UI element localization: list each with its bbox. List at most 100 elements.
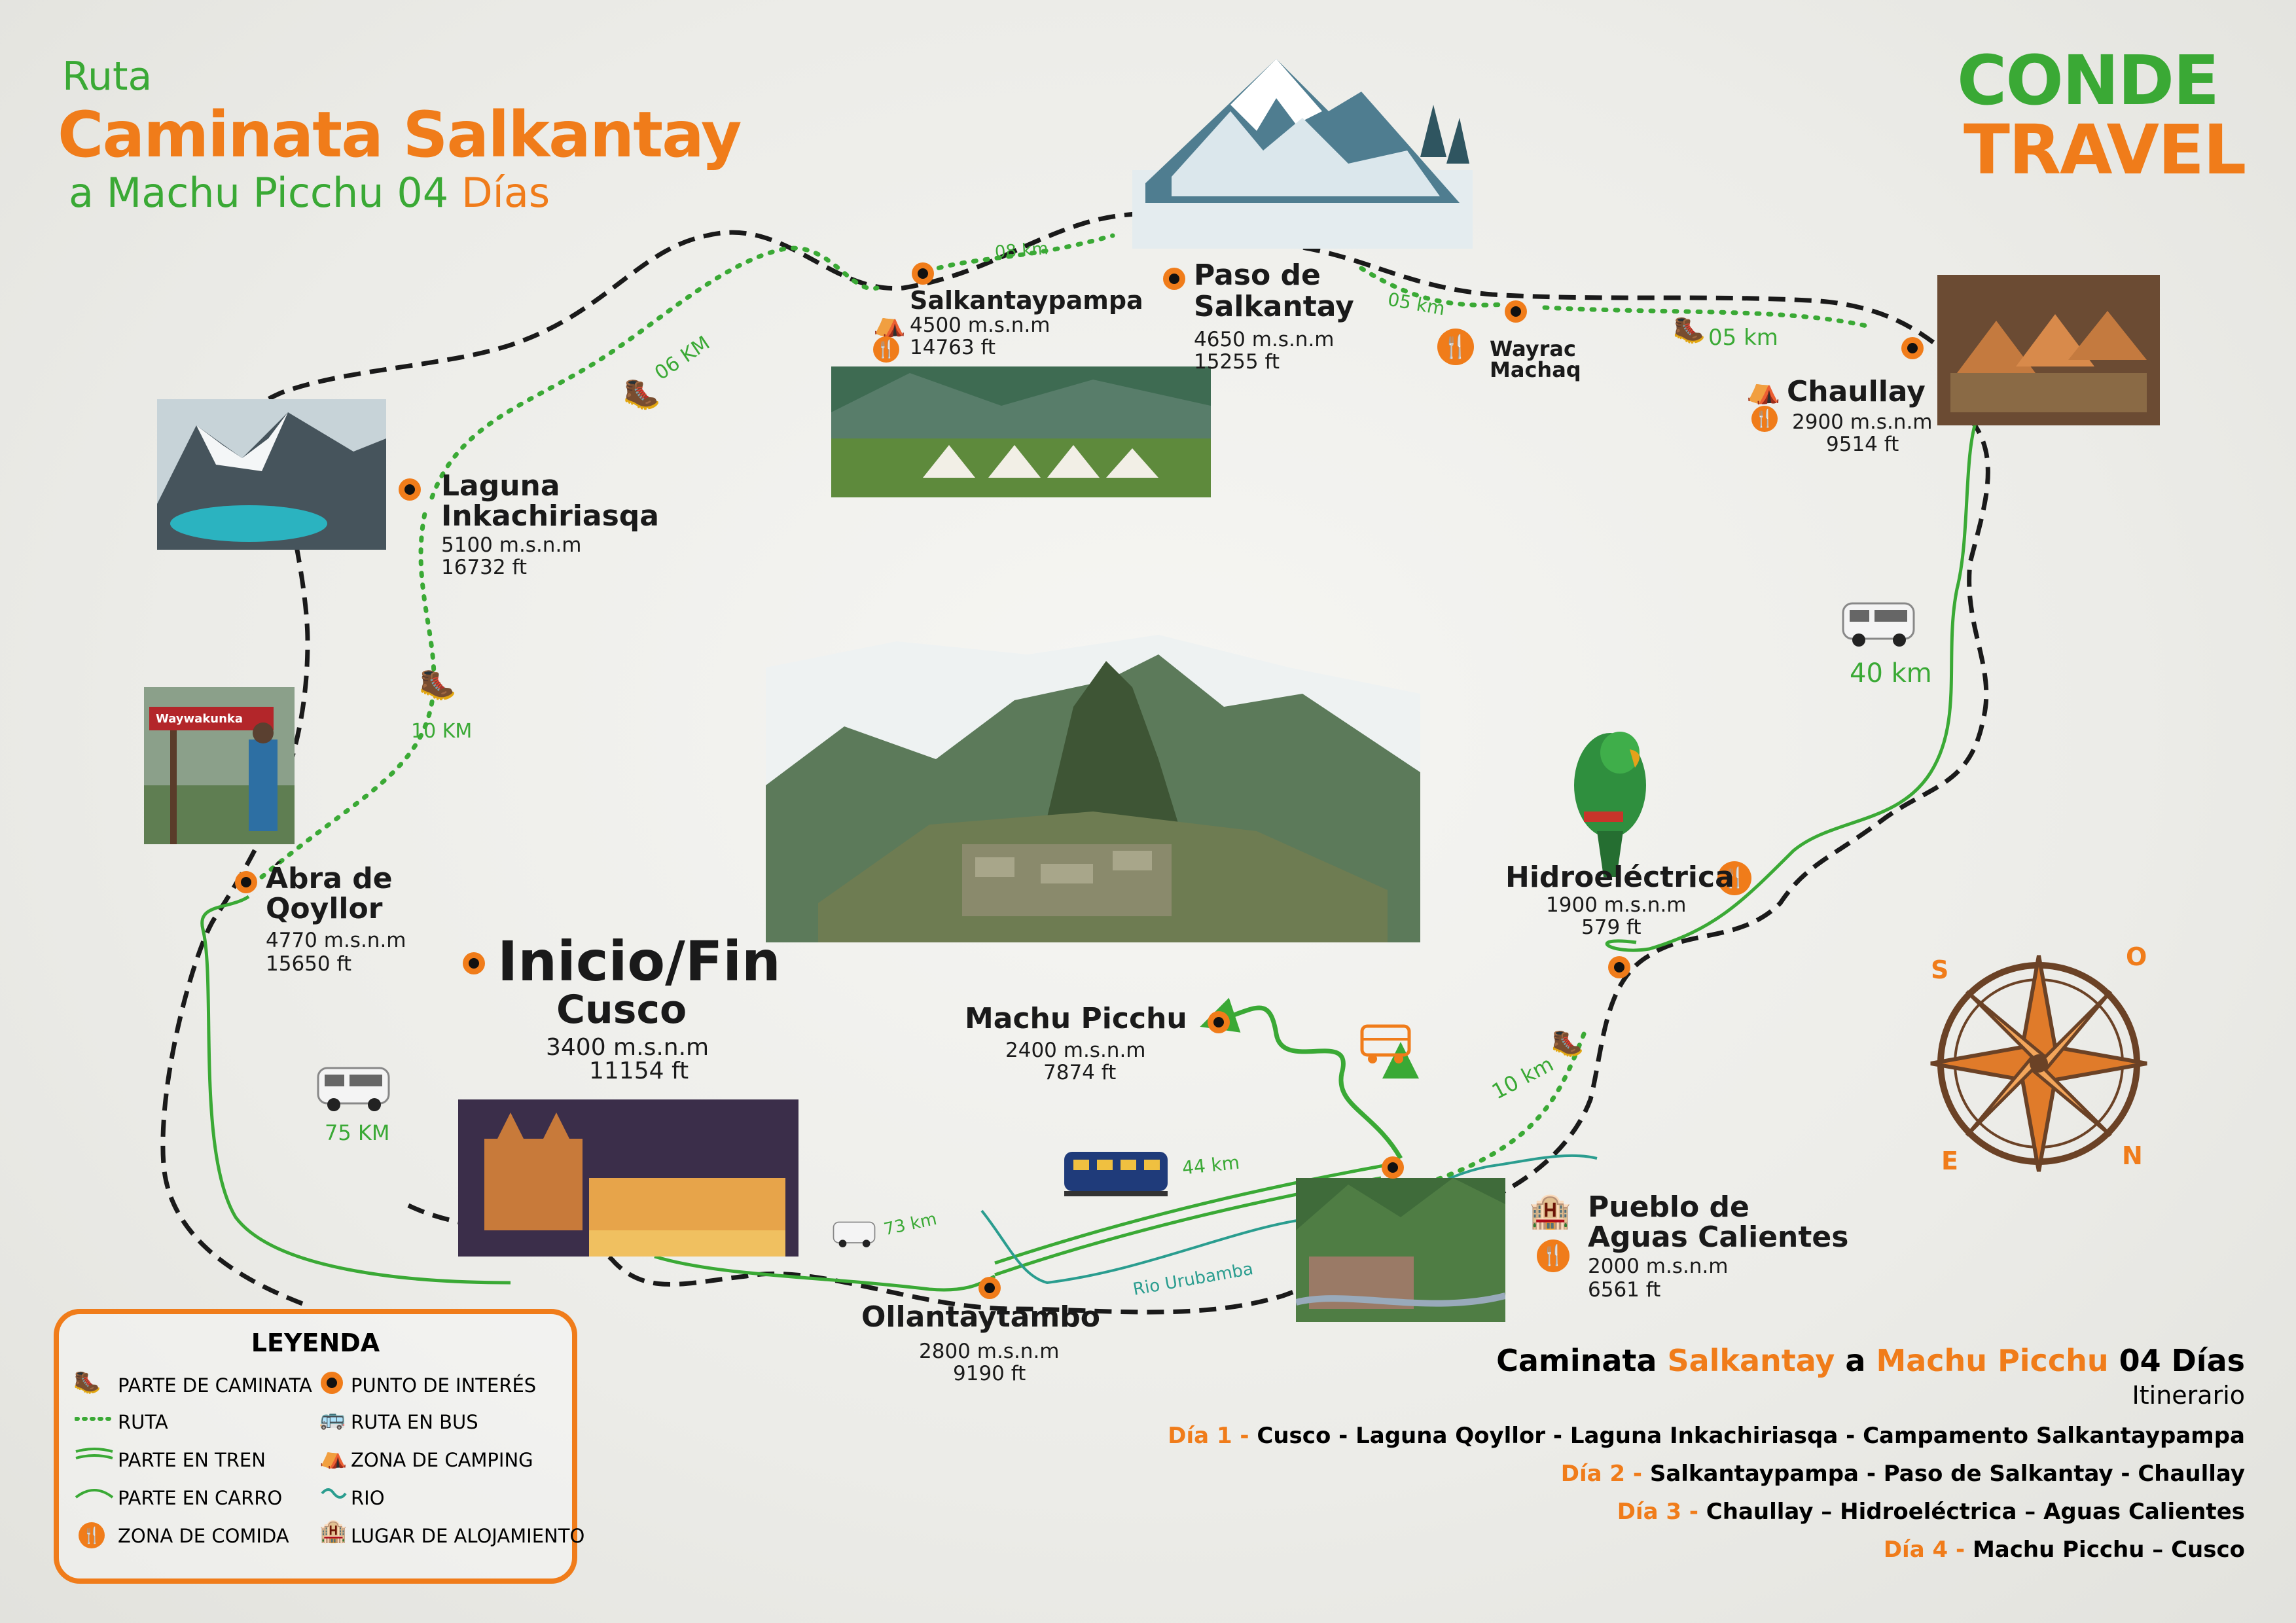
food-icon: 🍴: [1537, 1240, 1570, 1272]
label-aguas-1: Pueblo de: [1588, 1190, 1749, 1224]
label-salkantaypampa: Salkantaypampa: [910, 286, 1143, 315]
alt-abra-m: 4770 m.s.n.m: [266, 929, 406, 952]
hiker-icon: 🥾: [419, 666, 457, 702]
legend-food: ZONA DE COMIDA: [118, 1525, 289, 1547]
lodging-icon: 🏨: [319, 1518, 348, 1544]
distance-label: 75 KM: [325, 1120, 390, 1145]
legend-route-symbol: [75, 1417, 114, 1421]
poi-marker[interactable]: [1163, 268, 1185, 290]
title-line-1: Ruta: [62, 54, 152, 99]
hiker-icon: 🥾: [1673, 315, 1706, 345]
itinerary-day: Día 2 - Salkantaypampa - Paso de Salkant…: [1560, 1461, 2245, 1487]
hiking-route-line-2: [914, 233, 1874, 1191]
food-icon: 🍴: [1751, 406, 1778, 432]
hiker-icon: 🥾: [623, 376, 661, 411]
itinerary-block: Caminata Salkantay a Machu Picchu 04 Día…: [1067, 1343, 2245, 1578]
label-ollantaytambo: Ollantaytambo: [861, 1300, 1100, 1334]
car-route-line: [1605, 418, 1979, 952]
poi-marker[interactable]: [1505, 300, 1527, 323]
poi-marker[interactable]: [463, 952, 485, 974]
legend-bus: RUTA EN BUS: [351, 1411, 478, 1433]
distance-label: 10 KM: [411, 720, 473, 743]
itinerary-title: Caminata Salkantay a Machu Picchu 04 Día…: [1496, 1343, 2245, 1378]
alt-salkantaypampa-ft: 14763 ft: [910, 336, 996, 359]
itinerary-day: Día 3 - Chaullay – Hidroeléctrica – Agua…: [1617, 1499, 2245, 1525]
bus-route-line: [1200, 997, 1403, 1160]
legend-car: PARTE EN CARRO: [118, 1487, 283, 1509]
food-icon: 🍴: [873, 336, 899, 363]
poi-marker[interactable]: [978, 1277, 1001, 1299]
alt-ollanta-ft: 9190 ft: [953, 1362, 1026, 1385]
compass-o: O: [2126, 942, 2147, 971]
camping-icon: ⛺: [1746, 373, 1781, 405]
van-icon: [317, 1067, 390, 1111]
label-paso-salkantay-1: Paso de: [1194, 259, 1321, 292]
machu-picchu-image: [766, 628, 1420, 942]
label-abra-1: Ábra de: [266, 862, 393, 895]
parrot-image: [1558, 713, 1662, 877]
compass-e: E: [1941, 1147, 1958, 1175]
abra-qoyllor-image: [144, 687, 295, 844]
alt-cusco-m: 3400 m.s.n.m: [546, 1034, 709, 1061]
label-inicio-fin: Inicio/Fin: [497, 929, 781, 993]
train-image: [1060, 1139, 1172, 1204]
alt-aguas-m: 2000 m.s.n.m: [1588, 1255, 1729, 1278]
compass-rose: S O E N: [1918, 942, 2160, 1185]
poi-marker[interactable]: [1901, 337, 1924, 359]
car-route-line-2: [200, 895, 511, 1285]
legend-hike: PARTE DE CAMINATA: [118, 1374, 312, 1397]
compass-s: S: [1931, 955, 1949, 984]
aguas-calientes-image: [1296, 1178, 1505, 1322]
poi-icon: [321, 1372, 343, 1394]
poi-marker[interactable]: [1208, 1011, 1230, 1033]
alt-paso-m: 4650 m.s.n.m: [1194, 328, 1335, 351]
poi-marker[interactable]: [399, 478, 421, 501]
poi-marker[interactable]: [1608, 956, 1630, 978]
poi-marker[interactable]: [912, 262, 934, 285]
salkantay-mountain-image: [1132, 52, 1473, 249]
alt-paso-ft: 15255 ft: [1194, 350, 1280, 374]
hiking-route-line: [259, 245, 880, 880]
alt-abra-ft: 15650 ft: [266, 952, 351, 976]
bus-icon: [1360, 1024, 1411, 1063]
sign-text: Waywakunka: [156, 712, 243, 726]
label-cusco: Cusco: [556, 987, 687, 1033]
compass-n: N: [2122, 1141, 2143, 1170]
van-icon: [1842, 602, 1915, 647]
distance-label: 05 km: [1708, 325, 1778, 351]
main-route-line: [160, 211, 1990, 1315]
label-abra-2: Qoyllor: [266, 892, 383, 925]
legend-train: PARTE EN TREN: [118, 1449, 266, 1471]
label-laguna-1: Laguna: [441, 469, 560, 503]
alt-machu-ft: 7874 ft: [1043, 1061, 1117, 1084]
label-wayrac: Wayrac: [1490, 336, 1576, 361]
laguna-inkachiriasqa-image: [157, 399, 386, 550]
itinerary-subtitle: Itinerario: [2132, 1381, 2245, 1410]
itinerary-day: Día 4 - Machu Picchu – Cusco: [1883, 1537, 2245, 1563]
label-machaq: Machaq: [1490, 357, 1581, 382]
lodging-icon: 🏨: [1529, 1192, 1571, 1231]
distance-label: 40 km: [1850, 658, 1932, 688]
alt-machu-m: 2400 m.s.n.m: [1005, 1039, 1146, 1062]
alt-chaullay-ft: 9514 ft: [1826, 433, 1899, 456]
label-paso-salkantay-2: Salkantay: [1194, 290, 1354, 323]
legend-poi: PUNTO DE INTERÉS: [351, 1374, 537, 1397]
poi-marker[interactable]: [1382, 1156, 1404, 1179]
food-icon: 🍴: [1717, 861, 1751, 895]
logo-word-conde: CONDE: [1957, 41, 2219, 120]
legend-camping: ZONA DE CAMPING: [351, 1449, 533, 1471]
alt-hidro-m: 1900 m.s.n.m: [1546, 893, 1687, 917]
poi-marker[interactable]: [235, 871, 257, 893]
hiker-icon: 🥾: [73, 1369, 101, 1395]
alt-cusco-ft: 11154 ft: [589, 1058, 689, 1084]
alt-chaullay-m: 2900 m.s.n.m: [1792, 410, 1933, 434]
alt-hidro-ft: 579 ft: [1581, 916, 1641, 939]
label-laguna-2: Inkachiriasqa: [441, 499, 659, 533]
legend-river: RIO: [351, 1487, 385, 1509]
cusco-image: [458, 1099, 798, 1257]
food-icon: 🍴: [79, 1522, 105, 1548]
chaullay-camp-image: [1937, 275, 2160, 425]
van-icon: [833, 1221, 876, 1247]
alt-salkantaypampa-m: 4500 m.s.n.m: [910, 313, 1050, 337]
